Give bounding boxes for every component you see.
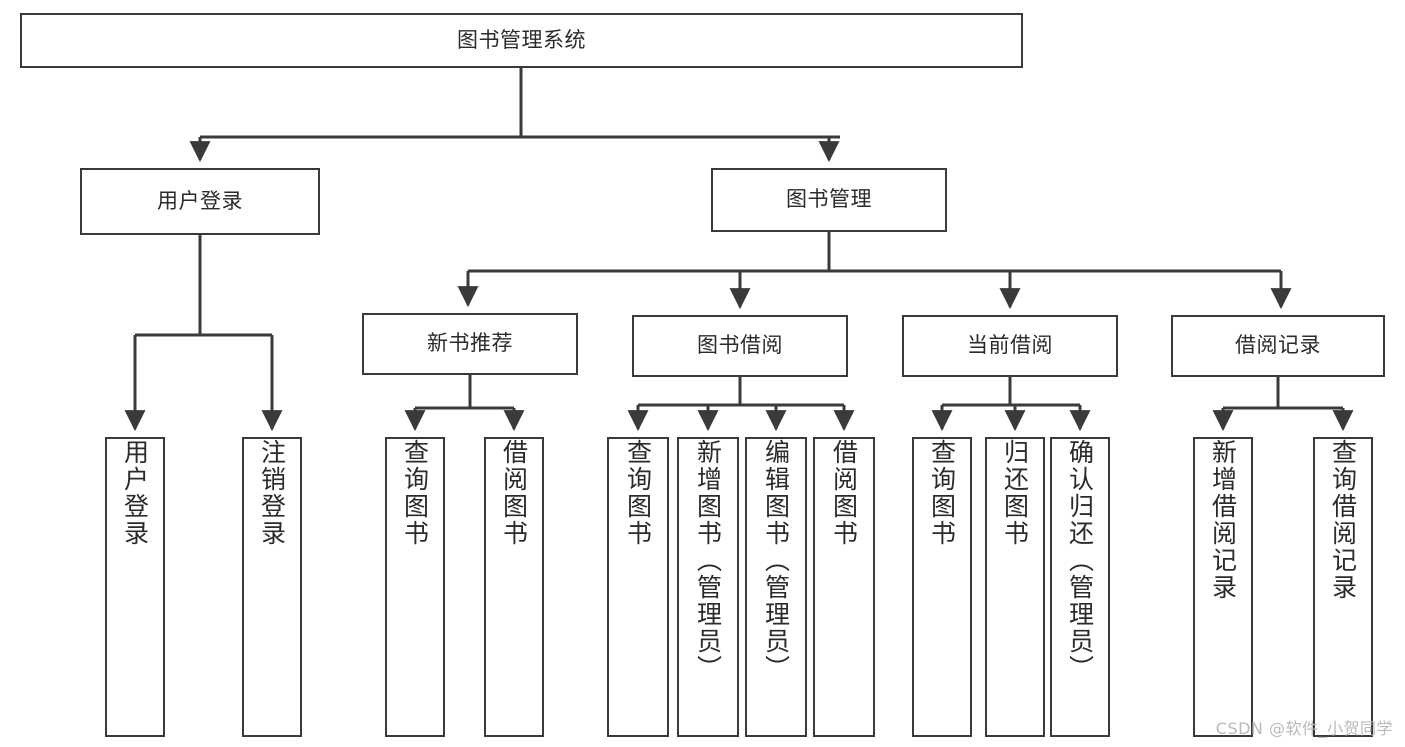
leaf-query-book-current-label: 查询图书 (927, 439, 957, 547)
node-borrow-record-label: 借阅记录 (1235, 333, 1321, 358)
node-new-book-recommend-label: 新书推荐 (427, 331, 513, 356)
leaf-query-book[interactable]: 查询图书 (607, 437, 669, 737)
leaf-query-book-current[interactable]: 查询图书 (912, 437, 972, 737)
leaf-edit-book-admin[interactable]: 编辑图书（管理员） (745, 437, 807, 737)
leaf-query-book-recommend[interactable]: 查询图书 (385, 437, 445, 737)
node-book-borrow[interactable]: 图书借阅 (632, 315, 848, 377)
leaf-edit-book-admin-label: 编辑图书（管理员） (761, 439, 791, 682)
leaf-query-borrow-record[interactable]: 查询借阅记录 (1313, 437, 1373, 737)
node-root-label: 图书管理系统 (457, 27, 586, 52)
leaf-add-borrow-record-label: 新增借阅记录 (1208, 439, 1238, 601)
node-user-login[interactable]: 用户登录 (80, 168, 320, 235)
node-user-login-label: 用户登录 (157, 188, 243, 213)
leaf-borrow-book-recommend[interactable]: 借阅图书 (484, 437, 544, 737)
leaf-user-login[interactable]: 用户登录 (105, 437, 165, 737)
leaf-confirm-return-admin-label: 确认归还（管理员） (1065, 439, 1095, 682)
node-borrow-record[interactable]: 借阅记录 (1171, 315, 1385, 377)
leaf-borrow-book[interactable]: 借阅图书 (813, 437, 875, 737)
node-book-manage[interactable]: 图书管理 (711, 168, 947, 232)
leaf-query-borrow-record-label: 查询借阅记录 (1328, 439, 1358, 601)
leaf-add-borrow-record[interactable]: 新增借阅记录 (1193, 437, 1253, 737)
leaf-logout[interactable]: 注销登录 (242, 437, 302, 737)
node-root[interactable]: 图书管理系统 (20, 13, 1023, 68)
node-current-borrow-label: 当前借阅 (967, 333, 1053, 358)
leaf-add-book-admin-label: 新增图书（管理员） (693, 439, 723, 682)
node-current-borrow[interactable]: 当前借阅 (902, 315, 1118, 377)
leaf-query-book-recommend-label: 查询图书 (400, 439, 430, 547)
leaf-confirm-return-admin[interactable]: 确认归还（管理员） (1050, 437, 1110, 737)
leaf-return-book-label: 归还图书 (1000, 439, 1030, 547)
node-book-manage-label: 图书管理 (786, 187, 872, 212)
leaf-user-login-label: 用户登录 (120, 439, 150, 547)
leaf-borrow-book-recommend-label: 借阅图书 (499, 439, 529, 547)
leaf-add-book-admin[interactable]: 新增图书（管理员） (677, 437, 739, 737)
node-new-book-recommend[interactable]: 新书推荐 (362, 313, 578, 375)
leaf-borrow-book-label: 借阅图书 (829, 439, 859, 547)
node-book-borrow-label: 图书借阅 (697, 333, 783, 358)
watermark: CSDN @软件_小贺同学 (1215, 719, 1393, 738)
leaf-logout-label: 注销登录 (257, 439, 287, 547)
leaf-return-book[interactable]: 归还图书 (985, 437, 1045, 737)
leaf-query-book-label: 查询图书 (623, 439, 653, 547)
